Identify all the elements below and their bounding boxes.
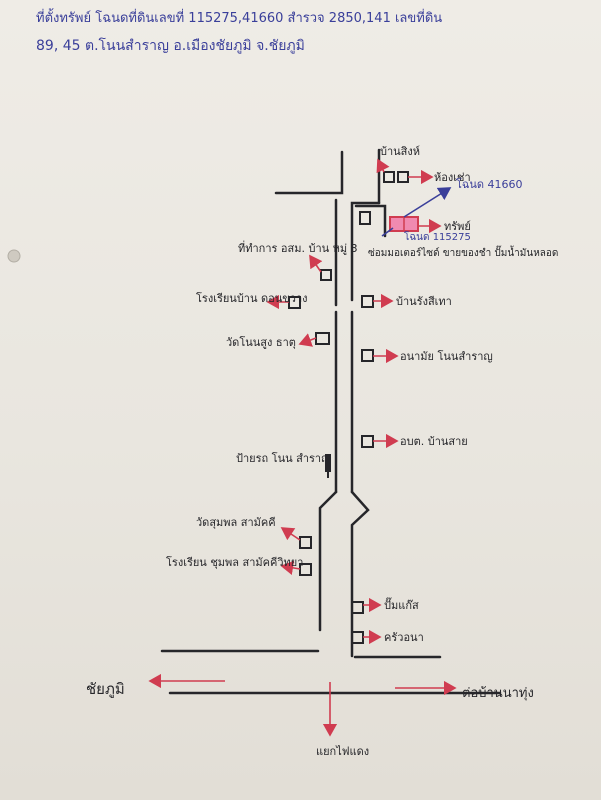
label-tambon-office: อบต. บ้านสาย xyxy=(400,435,468,448)
bus-stop-post xyxy=(325,454,331,478)
building-school-south xyxy=(299,563,312,576)
label-deed-115275: โฉนด 115275 xyxy=(404,230,471,243)
label-house-east-1: บ้านรังสีเทา xyxy=(396,295,452,308)
building-gas-station xyxy=(351,601,364,614)
deed-arrows xyxy=(381,187,452,237)
road-south-east-edge xyxy=(350,490,370,658)
label-alley-house: ห้องเช่า xyxy=(434,171,471,184)
label-repair-shop: ซ่อมมอเตอร์ไซด์ ขายของชำ ปั๊มน้ำมันหลอด xyxy=(368,245,558,259)
label-north-village: บ้านสิงห์ xyxy=(380,145,420,158)
binder-hole xyxy=(7,249,21,263)
arrow-temple-south xyxy=(280,527,301,541)
building-shop-small xyxy=(359,211,371,225)
road-south-west-edge xyxy=(318,490,338,632)
arrow-deed-41660 xyxy=(403,187,452,218)
building-alley-house xyxy=(397,171,409,183)
building-health-center xyxy=(361,349,374,362)
label-temple-south: วัดสุมพล สามัคคี xyxy=(196,516,276,529)
label-bus-stop-north: ป้ายรถ โนน สำราญ xyxy=(236,451,330,465)
building-temple-south xyxy=(299,536,312,549)
label-health-center: อนามัย โนนสำราญ xyxy=(400,349,493,363)
label-west-city: ชัยภูมิ xyxy=(86,680,125,698)
label-coffee-shop: ครัวอนา xyxy=(384,631,424,644)
label-east-direction: ต่อบ้านนาทุ่ง xyxy=(462,686,534,701)
arrow-north-village xyxy=(376,158,390,174)
label-south-direction: แยกไฟแดง xyxy=(316,745,369,758)
road-network xyxy=(160,148,502,695)
header-line-2: 89, 45 ต.โนนสำราญ อ.เมืองชัยภูมิ จ.ชัยภู… xyxy=(36,37,305,54)
arrow-temple-north xyxy=(298,333,317,347)
building-house-east-1 xyxy=(361,295,374,308)
leader-arrows xyxy=(148,158,457,737)
label-temple-north: วัดโนนสูง ธาตุ xyxy=(226,335,296,349)
arrow-village-head xyxy=(309,254,323,273)
label-gas-station: ปั๊มแก๊ส xyxy=(384,597,419,612)
arrow-deed-115275-tick xyxy=(381,227,394,237)
building-temple-north xyxy=(315,332,330,345)
label-property: ทรัพย์ xyxy=(444,220,471,233)
building-coffee-shop xyxy=(351,631,364,644)
label-school-south: โรงเรียน ชุมพล สามัคคีวิทยา xyxy=(166,555,303,569)
road-nw-branch xyxy=(274,150,344,195)
building-village-head xyxy=(320,269,332,281)
building-north-village xyxy=(383,171,395,183)
arrow-school-south xyxy=(280,560,301,575)
road-alley-lane xyxy=(354,204,387,238)
label-school-north: โรงเรียนบ้าน ดอนขวาง xyxy=(196,291,308,305)
building-tambon-office xyxy=(361,435,374,448)
header-line-1: ที่ตั้งทรัพย์ โฉนดที่ดินเลขที่ 115275,41… xyxy=(36,8,442,26)
road-alley-corner xyxy=(350,201,381,302)
label-deed-41660: โฉนด 41660 xyxy=(456,177,523,191)
label-village-head: ที่ทำการ อสม. บ้าน หมู่ 3 xyxy=(238,240,358,255)
